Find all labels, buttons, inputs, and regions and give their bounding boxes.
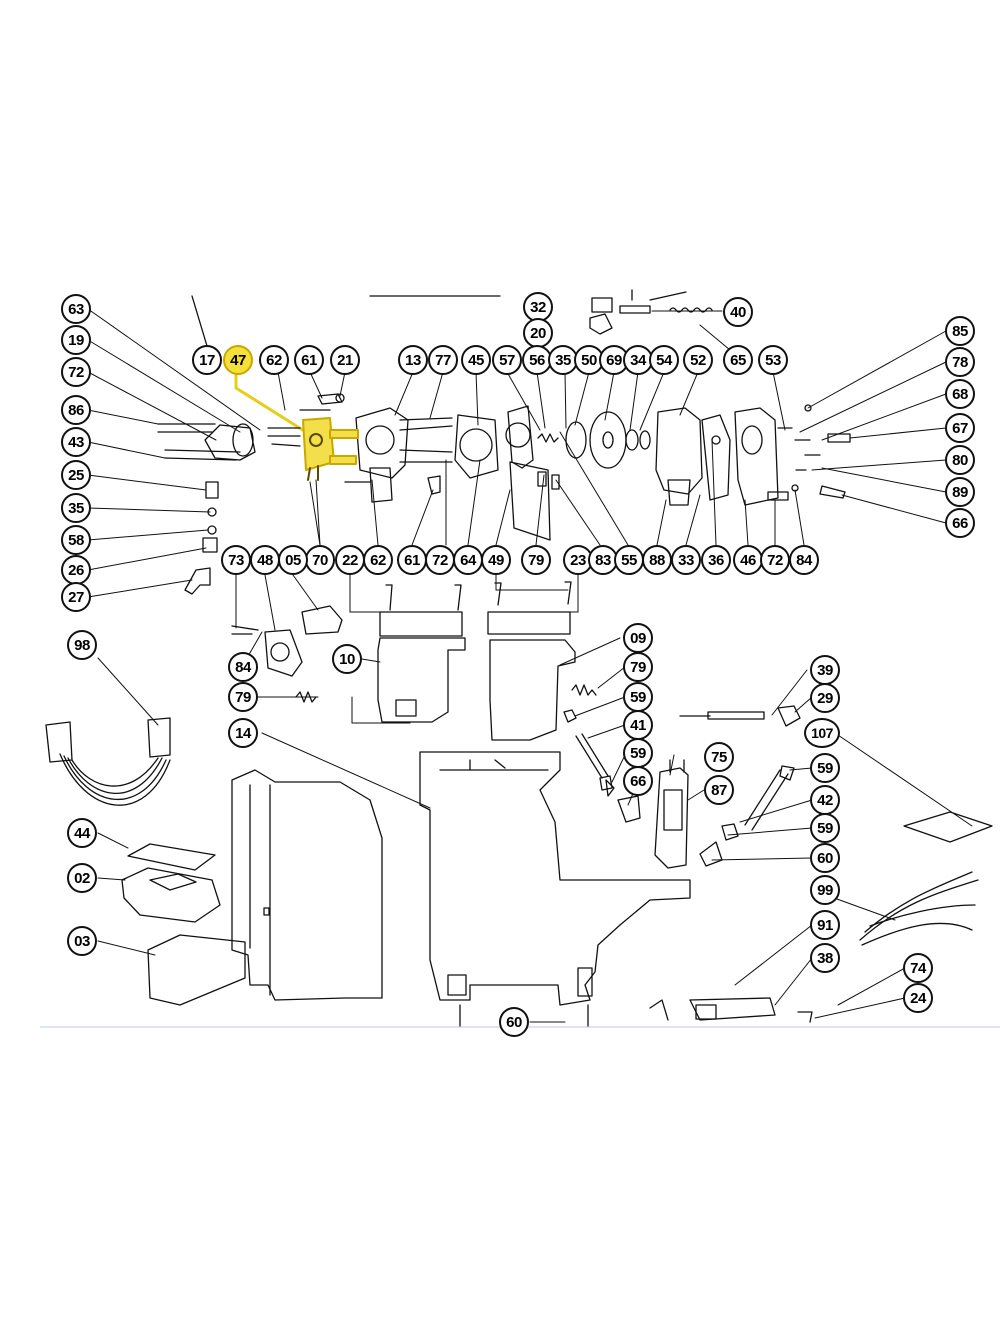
callout-57: 57 xyxy=(492,345,522,375)
callout-29: 29 xyxy=(810,683,840,713)
callout-80: 80 xyxy=(945,445,975,475)
callout-77: 77 xyxy=(428,345,458,375)
callout-61: 61 xyxy=(294,345,324,375)
callout-36: 36 xyxy=(701,545,731,575)
callout-47: 47 xyxy=(223,345,253,375)
callout-74: 74 xyxy=(903,953,933,983)
callout-85: 85 xyxy=(945,316,975,346)
callout-60: 60 xyxy=(810,843,840,873)
callout-66: 66 xyxy=(945,508,975,538)
parts-top-assembly xyxy=(157,297,851,595)
callout-79: 79 xyxy=(521,545,551,575)
callout-72: 72 xyxy=(61,357,91,387)
callout-09: 09 xyxy=(623,623,653,653)
callout-45: 45 xyxy=(461,345,491,375)
callout-59c: 59 xyxy=(810,753,840,783)
callout-61b: 61 xyxy=(397,545,427,575)
callout-34: 34 xyxy=(623,345,653,375)
callout-62b: 62 xyxy=(363,545,393,575)
callout-56: 56 xyxy=(522,345,552,375)
callout-35: 35 xyxy=(61,493,91,523)
callout-39: 39 xyxy=(810,655,840,685)
callout-91: 91 xyxy=(810,910,840,940)
callout-59b: 59 xyxy=(623,738,653,768)
callout-38: 38 xyxy=(810,943,840,973)
callout-48: 48 xyxy=(250,545,280,575)
callout-54: 54 xyxy=(649,345,679,375)
callout-78: 78 xyxy=(945,347,975,377)
callout-46: 46 xyxy=(733,545,763,575)
callout-79b: 79 xyxy=(228,682,258,712)
callout-99: 99 xyxy=(810,875,840,905)
callout-13: 13 xyxy=(398,345,428,375)
callout-107: 107 xyxy=(804,718,840,748)
callout-21: 21 xyxy=(330,345,360,375)
callout-33: 33 xyxy=(671,545,701,575)
callout-86: 86 xyxy=(61,395,91,425)
callout-10: 10 xyxy=(332,644,362,674)
callout-89: 89 xyxy=(945,477,975,507)
callout-25: 25 xyxy=(61,460,91,490)
callout-52: 52 xyxy=(683,345,713,375)
callout-87: 87 xyxy=(704,775,734,805)
leader-lines xyxy=(87,308,973,1023)
callout-55: 55 xyxy=(614,545,644,575)
callout-98: 98 xyxy=(67,630,97,660)
callout-88: 88 xyxy=(642,545,672,575)
callout-17: 17 xyxy=(192,345,222,375)
callout-42: 42 xyxy=(810,785,840,815)
callout-62: 62 xyxy=(259,345,289,375)
callout-05: 05 xyxy=(278,545,308,575)
callout-58: 58 xyxy=(61,525,91,555)
callout-60b: 60 xyxy=(499,1007,529,1037)
callout-65: 65 xyxy=(723,345,753,375)
callout-73: 73 xyxy=(221,545,251,575)
callout-20: 20 xyxy=(523,318,553,348)
callout-22: 22 xyxy=(335,545,365,575)
callout-41: 41 xyxy=(623,710,653,740)
callout-79c: 79 xyxy=(623,652,653,682)
callout-53: 53 xyxy=(758,345,788,375)
callout-49: 49 xyxy=(481,545,511,575)
callout-59d: 59 xyxy=(810,813,840,843)
callout-72b: 72 xyxy=(425,545,455,575)
callout-63: 63 xyxy=(61,294,91,324)
callout-26: 26 xyxy=(61,555,91,585)
callout-75: 75 xyxy=(704,742,734,772)
callout-44: 44 xyxy=(67,818,97,848)
callout-72c: 72 xyxy=(760,545,790,575)
callout-27: 27 xyxy=(61,582,91,612)
part-47-highlight xyxy=(302,417,359,481)
callout-02: 02 xyxy=(67,863,97,893)
callout-84: 84 xyxy=(789,545,819,575)
callout-64: 64 xyxy=(453,545,483,575)
callout-59a: 59 xyxy=(623,682,653,712)
callout-66b: 66 xyxy=(623,766,653,796)
callout-68: 68 xyxy=(945,379,975,409)
parts-middle xyxy=(45,581,993,1027)
callout-84b: 84 xyxy=(228,652,258,682)
callout-19: 19 xyxy=(61,325,91,355)
callout-67: 67 xyxy=(945,413,975,443)
callout-35b: 35 xyxy=(548,345,578,375)
callout-03: 03 xyxy=(67,926,97,956)
callout-14: 14 xyxy=(228,718,258,748)
callout-70: 70 xyxy=(305,545,335,575)
callout-24: 24 xyxy=(903,983,933,1013)
callout-43: 43 xyxy=(61,427,91,457)
callout-40: 40 xyxy=(723,297,753,327)
